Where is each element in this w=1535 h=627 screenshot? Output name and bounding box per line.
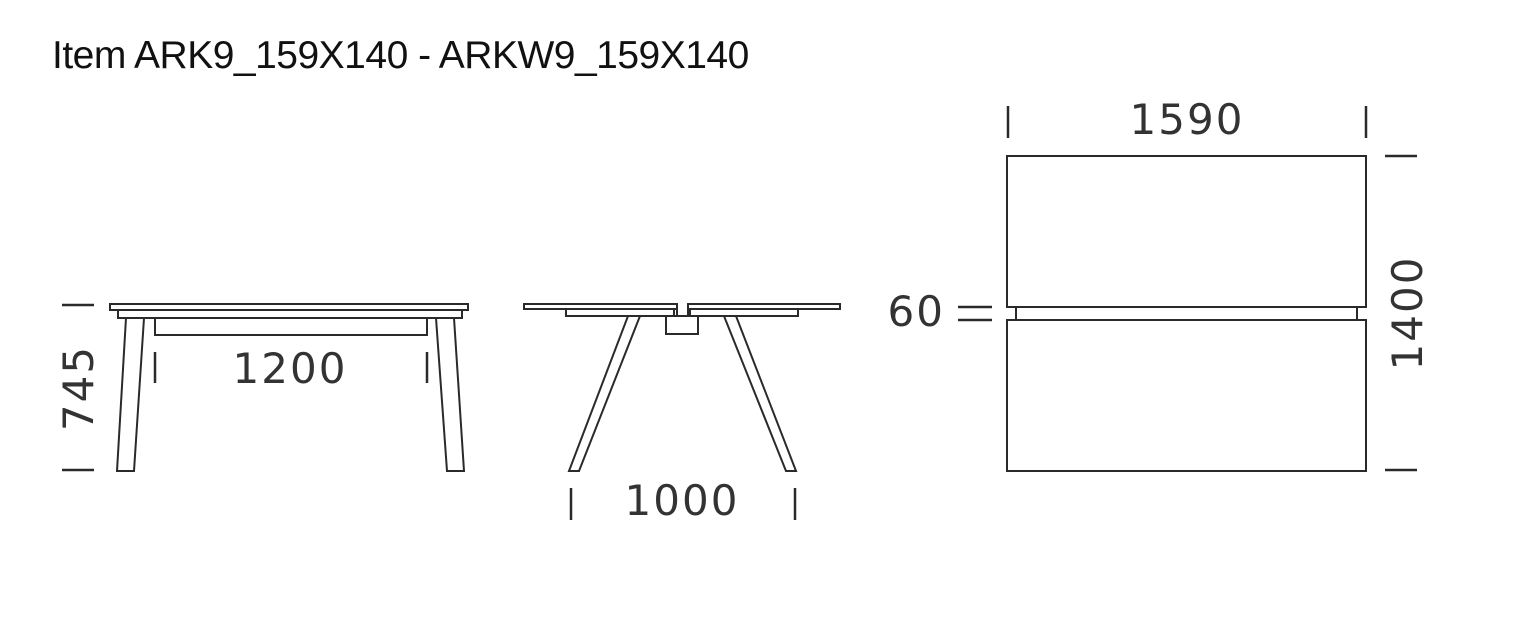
item-title: Item ARK9_159X140 - ARKW9_159X140 — [52, 34, 749, 77]
total-width-label: 1400 — [1383, 256, 1432, 371]
side-runner-right — [689, 308, 799, 317]
side-runner-left — [565, 308, 675, 317]
front-view: 745 1200 — [54, 303, 469, 472]
top-panel-lower — [1006, 319, 1367, 472]
side-view: 1000 — [523, 303, 841, 525]
top-panel-upper — [1006, 155, 1367, 308]
top-view: 1590 1400 60 — [888, 95, 1432, 472]
top-center-insert — [1015, 306, 1358, 321]
side-center-mechanism — [665, 315, 699, 335]
gap-label: 60 — [888, 287, 945, 336]
side-right-leg — [722, 315, 798, 472]
front-left-leg — [115, 317, 146, 472]
side-left-leg — [567, 315, 642, 472]
front-frame — [117, 309, 463, 319]
front-stretcher — [154, 317, 428, 336]
height-label: 745 — [54, 345, 103, 431]
total-length-label: 1590 — [1130, 95, 1245, 144]
inner-length-label: 1200 — [233, 344, 348, 393]
inner-width-label: 1000 — [625, 476, 740, 525]
front-right-leg — [434, 317, 466, 472]
